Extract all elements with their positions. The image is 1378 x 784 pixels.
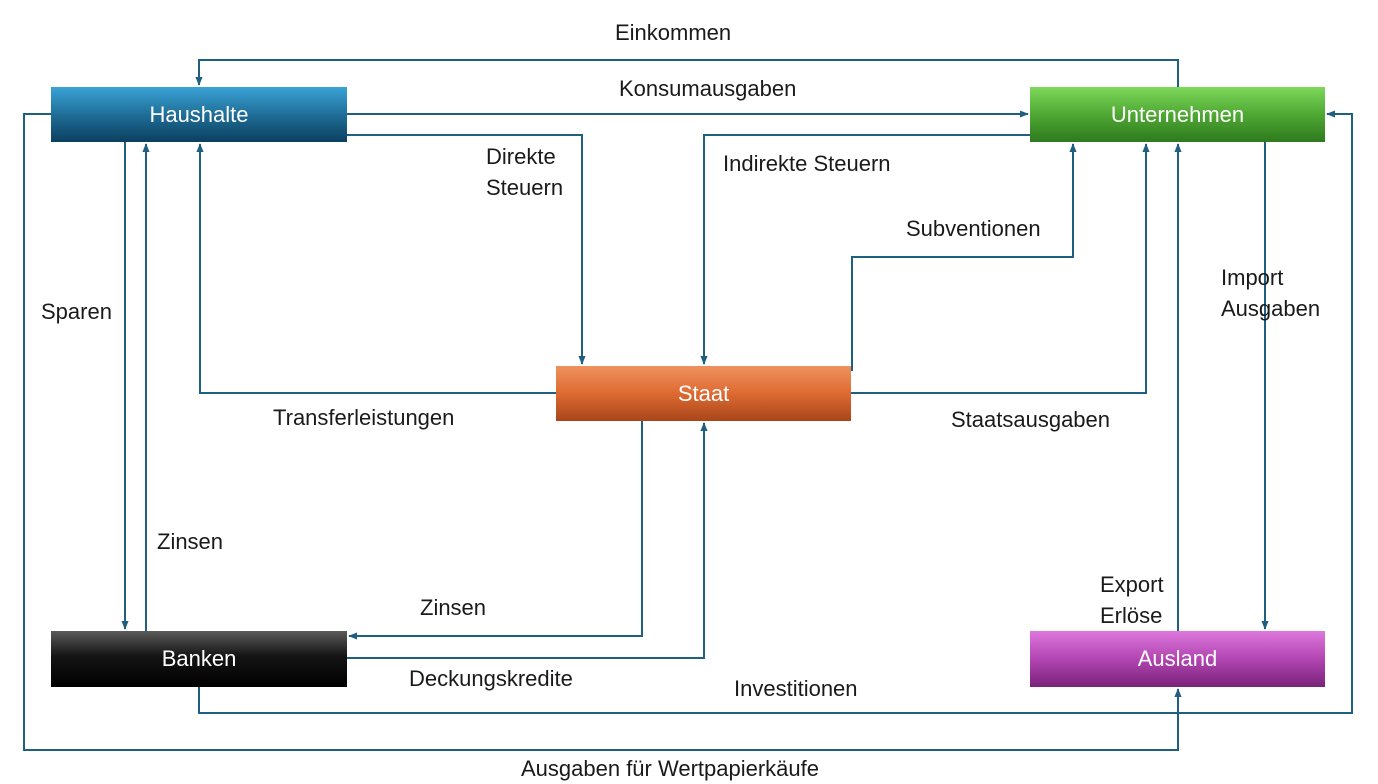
node-haushalte: Haushalte <box>51 87 347 142</box>
label-investitionen: Investitionen <box>734 676 858 701</box>
node-unternehmen-label: Unternehmen <box>1110 101 1245 127</box>
arrow-subventionen <box>851 143 1077 371</box>
node-banken-label: Banken <box>161 646 237 671</box>
arrow-investitionen <box>198 110 1353 714</box>
label-staatsausgaben: Staatsausgaben <box>951 407 1111 432</box>
arrow-zinsen-staat <box>348 421 643 640</box>
node-ausland: Ausland <box>1030 631 1325 687</box>
node-staat-label: Staat <box>677 380 730 406</box>
arrow-wertpapierkaeufe <box>23 113 1182 751</box>
arrow-staatsausgaben <box>851 143 1150 394</box>
label-sparen: Sparen <box>41 299 112 324</box>
node-haushalte-label: Haushalte <box>149 101 249 127</box>
label-subventionen: Subventionen <box>906 216 1041 241</box>
label-export-erloese-line1: Export <box>1100 572 1164 597</box>
label-indirekte-steuern: Indirekte Steuern <box>723 151 891 176</box>
arrow-transferleistungen <box>196 143 556 394</box>
label-wertpapierkaeufe: Ausgaben für Wertpapierkäufe <box>521 756 819 781</box>
arrow-deckungskredite <box>347 422 708 659</box>
label-direkte-steuern-line2: Steuern <box>486 175 564 200</box>
label-transferleistungen: Transferleistungen <box>273 405 455 430</box>
label-einkommen: Einkommen <box>615 20 732 45</box>
label-export-erloese: Export Erlöse <box>1100 569 1164 631</box>
label-zinsen-haushalte: Zinsen <box>157 529 224 554</box>
node-staat: Staat <box>556 366 851 421</box>
label-deckungskredite: Deckungskredite <box>409 666 573 691</box>
label-direkte-steuern: Direkte Steuern <box>486 141 563 203</box>
node-banken: Banken <box>51 631 347 687</box>
arrow-einkommen <box>195 59 1179 87</box>
label-import-ausgaben: Import Ausgaben <box>1221 262 1320 324</box>
arrow-indirekte-steuern <box>700 134 1030 365</box>
label-konsumausgaben: Konsumausgaben <box>619 76 797 101</box>
arrow-direkte-steuern <box>347 134 586 365</box>
label-export-erloese-line2: Erlöse <box>1100 603 1163 628</box>
node-unternehmen: Unternehmen <box>1030 87 1325 142</box>
label-direkte-steuern-line1: Direkte <box>486 144 556 169</box>
label-zinsen-staat: Zinsen <box>420 595 487 620</box>
node-ausland-label: Ausland <box>1137 646 1218 671</box>
label-import-ausgaben-line1: Import <box>1221 265 1284 290</box>
label-import-ausgaben-line2: Ausgaben <box>1221 296 1321 321</box>
